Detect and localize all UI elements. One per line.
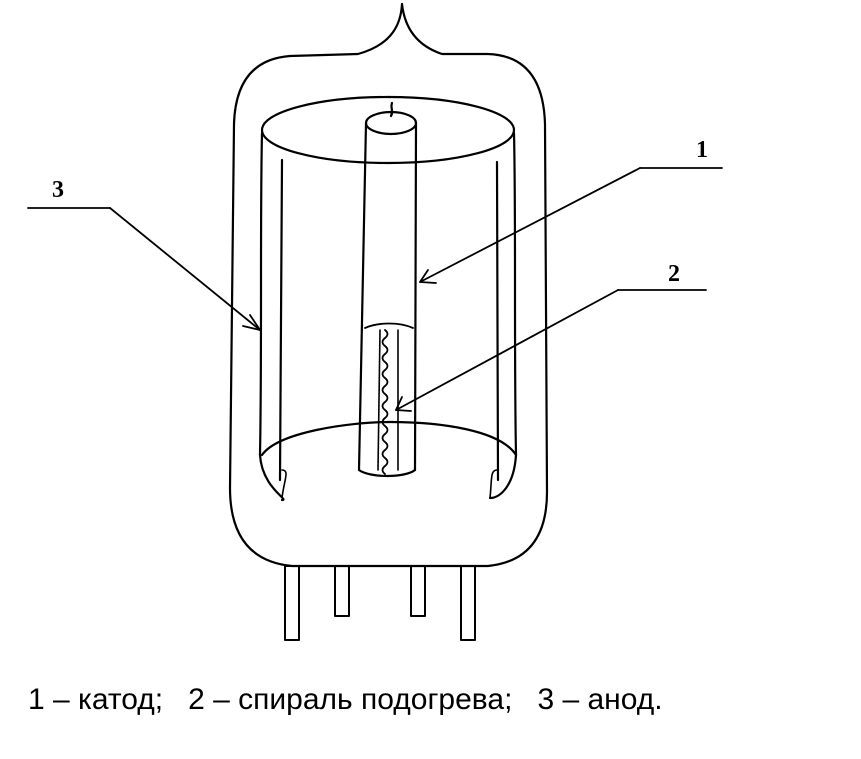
cathode-tube	[357, 101, 418, 478]
anode-cylinder	[258, 95, 518, 502]
leader-anode	[27, 207, 261, 331]
legend-item-anode: 3 – анод.	[537, 683, 663, 716]
glass-envelope	[228, 2, 549, 568]
leader-heater	[395, 289, 707, 412]
callout-cathode: 1	[696, 137, 708, 163]
legend-item-cathode: 1 – катод;	[28, 683, 164, 716]
heater-spiral	[381, 329, 389, 475]
legend-caption: 1 – катод; 2 – спираль подогрева; 3 – ан…	[28, 682, 848, 718]
callout-anode: 3	[52, 177, 64, 203]
legend-item-heater: 2 – спираль подогрева;	[188, 683, 513, 716]
base-pins	[284, 565, 476, 641]
callout-heater: 2	[668, 261, 680, 287]
leader-cathode	[419, 167, 723, 284]
